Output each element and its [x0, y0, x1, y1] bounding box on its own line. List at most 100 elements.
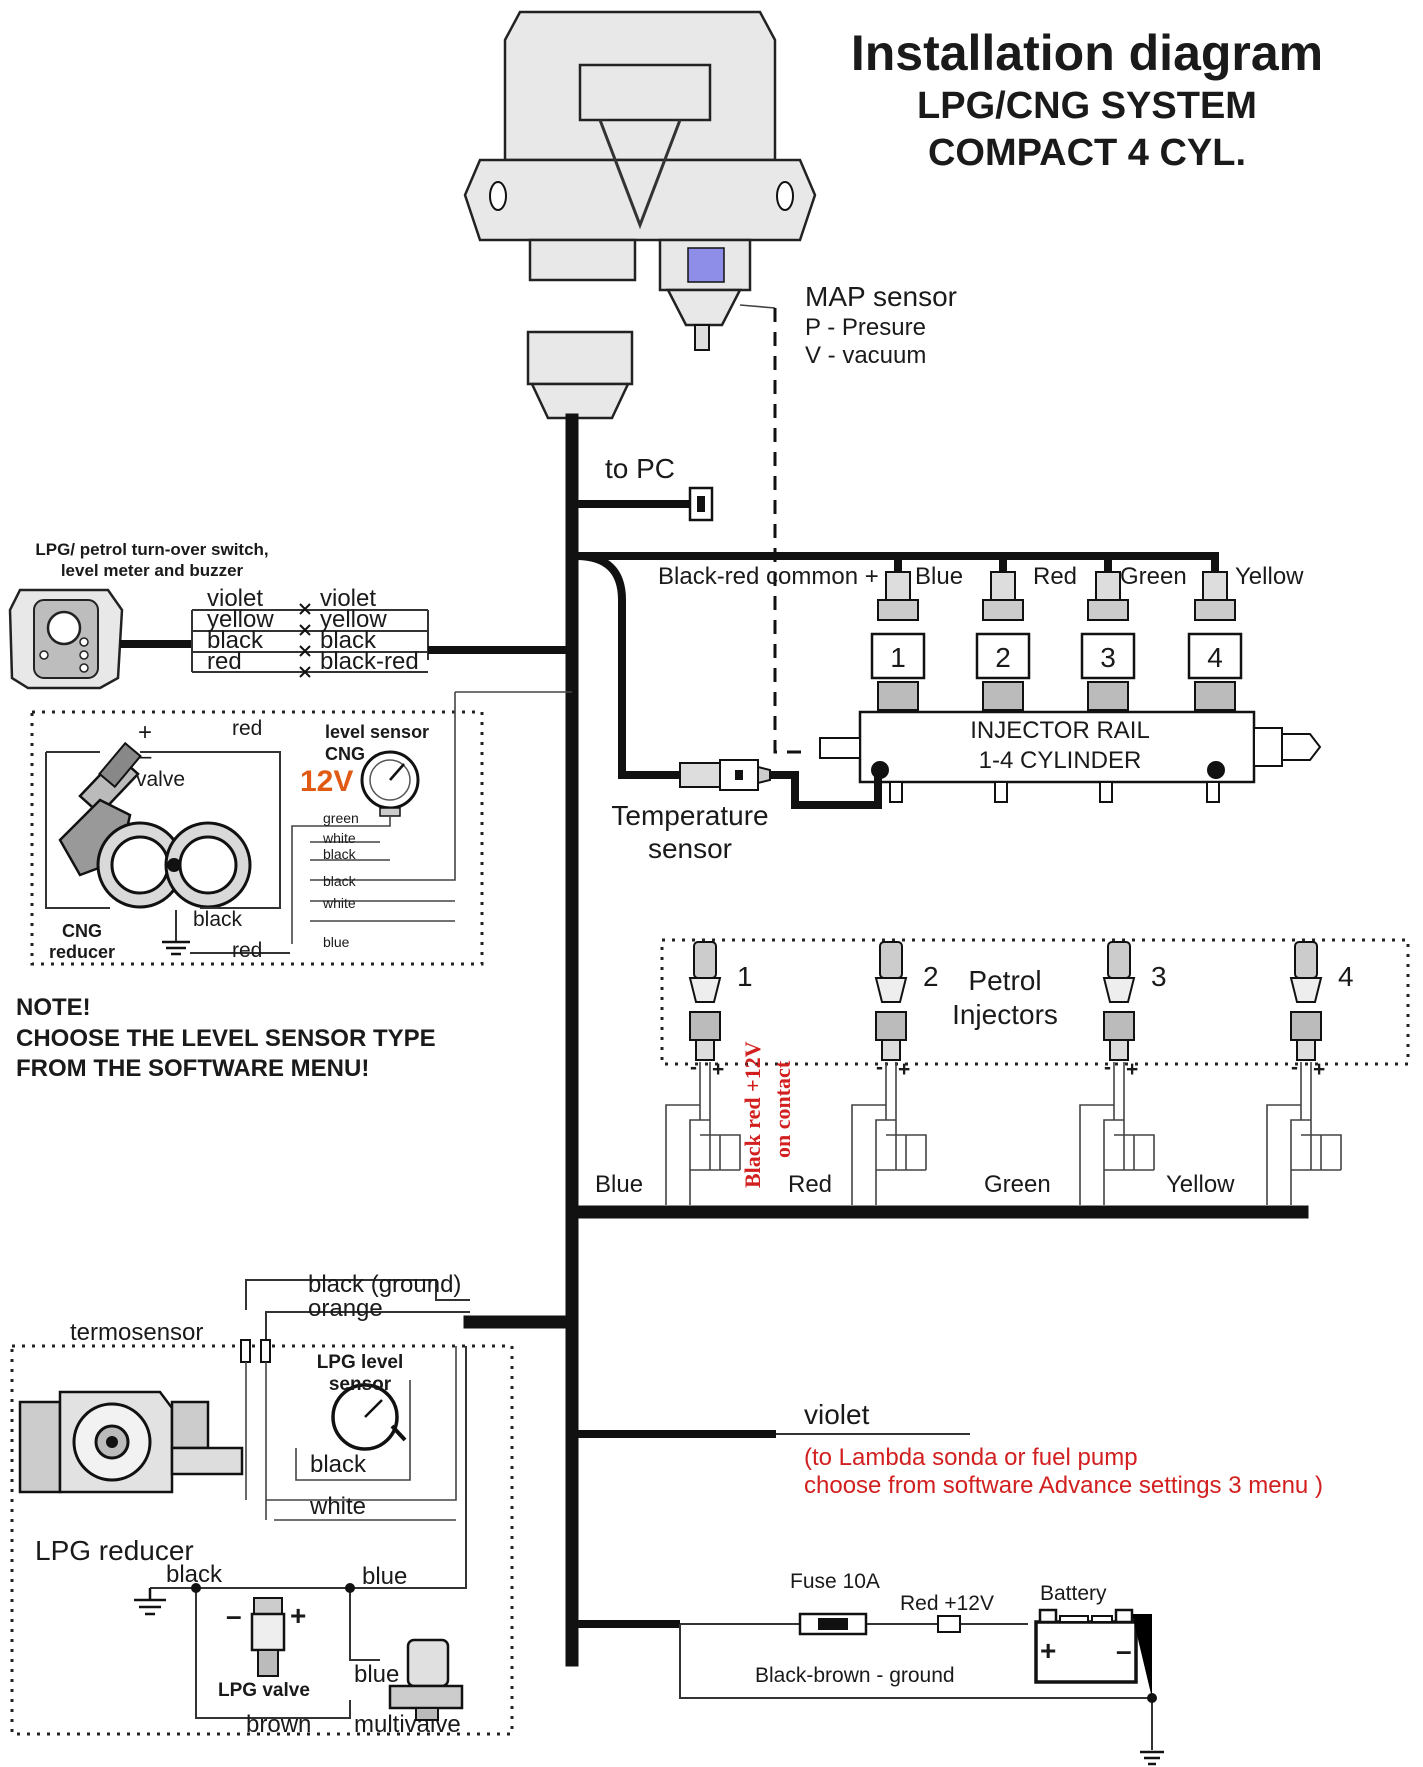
violet-wire-label: violet: [804, 1399, 870, 1430]
fuse-connector: [937, 1615, 961, 1633]
note-line-1: NOTE!: [16, 994, 91, 1021]
cng-label: CNG: [325, 744, 365, 764]
cng-level-gauge-icon: [360, 750, 420, 817]
petrol-injectors: [688, 941, 1323, 1061]
petrol-number-4: 4: [1338, 961, 1354, 992]
switch-left-yellow: yellow: [207, 606, 274, 633]
petrol-label-2: Injectors: [952, 999, 1058, 1030]
rail-wire-yellow: Yellow: [1235, 563, 1304, 590]
cng-red-bottom: red: [232, 939, 262, 962]
lpg-level-sensor-2: sensor: [329, 1374, 392, 1395]
petrol-minus-2: -: [876, 1056, 883, 1079]
petrol-injectors-box: [660, 938, 1410, 1066]
cng-reducer: [58, 741, 252, 909]
switch-left-violet: violet: [207, 585, 263, 612]
gas-injector-2: [975, 571, 1031, 711]
cng-wire-blue: blue: [323, 934, 350, 950]
termosensor-plugs: [240, 1339, 271, 1363]
injector-rail: [858, 710, 1256, 784]
cng-level-sensor: level sensor: [325, 722, 429, 742]
petrol-number-3: 3: [1151, 961, 1167, 992]
cng-voltage: 12V: [300, 765, 353, 798]
petrol-number-1: 1: [737, 961, 753, 992]
petrol-injector-4: [1289, 941, 1323, 1061]
petrol-red-note-2: on contact: [770, 1060, 795, 1158]
battery-plus: +: [1040, 1635, 1056, 1666]
petrol-wire-yellow: Yellow: [1166, 1171, 1235, 1198]
cng-reducer-label-2: reducer: [49, 942, 115, 962]
cng-wire-black: black: [323, 846, 357, 862]
temp-sensor-label-2: sensor: [648, 833, 732, 864]
note-line-2: CHOOSE THE LEVEL SENSOR TYPE: [16, 1025, 436, 1052]
rail-wire-blue: Blue: [915, 563, 963, 590]
switch-panel: [8, 588, 124, 690]
cng-wire-green: green: [323, 810, 359, 826]
switch-left-red: red: [207, 648, 242, 675]
map-sensor-hose: [773, 308, 805, 754]
temperature-sensor: [679, 759, 771, 791]
cng-minus: –: [138, 743, 152, 770]
petrol-plus-2: +: [898, 1058, 910, 1081]
petrol-injector-wiring: [665, 1062, 1342, 1205]
lpg-valve-plus: +: [290, 1600, 306, 1631]
title-line2: LPG/CNG SYSTEM: [917, 85, 1257, 127]
rail-number-3: 3: [1100, 642, 1116, 673]
lpg-termosensor: termosensor: [70, 1319, 203, 1346]
temp-sensor-label-1: Temperature: [611, 800, 768, 831]
harness-connector: [526, 330, 634, 420]
petrol-plus-1: +: [712, 1058, 724, 1081]
lpg-level-gauge-icon: [331, 1383, 407, 1451]
petrol-injector-3: [1102, 941, 1136, 1061]
lpg-ground-icon: [134, 1588, 166, 1616]
petrol-wire-red: Red: [788, 1171, 832, 1198]
cng-wire-white-2: white: [322, 895, 356, 911]
lpg-reducer: [18, 1390, 244, 1494]
lpg-blue: blue: [362, 1563, 407, 1590]
ground-label: Black-brown - ground: [755, 1664, 955, 1687]
red-12v-label: Red +12V: [900, 1592, 994, 1615]
gas-injector-4: [1187, 571, 1243, 711]
violet-note-1: (to Lambda sonda or fuel pump: [804, 1444, 1138, 1471]
rail-number-4: 4: [1207, 642, 1223, 673]
rail-wire-green: Green: [1120, 563, 1187, 590]
battery-ground-icon: [1140, 1750, 1164, 1766]
switch-button-icon: [46, 610, 82, 646]
lpg-orange: orange: [308, 1295, 383, 1322]
temp-sensor-wire: [575, 552, 680, 779]
switch-right-violet: violet: [320, 585, 376, 612]
battery-label: Battery: [1040, 1582, 1107, 1605]
rail-harness: [576, 552, 1219, 572]
lpg-black: black: [310, 1451, 367, 1478]
petrol-plus-3: +: [1126, 1058, 1138, 1081]
title-line3: COMPACT 4 CYL.: [928, 132, 1246, 174]
petrol-injector-2: [874, 941, 908, 1061]
lpg-black-ground: black (ground): [308, 1271, 461, 1298]
petrol-number-2: 2: [923, 961, 939, 992]
fuse-label: Fuse 10A: [790, 1570, 880, 1593]
petrol-plus-4: +: [1313, 1058, 1325, 1081]
rail-label-2: 1-4 CYLINDER: [979, 747, 1142, 774]
multivalve: [388, 1638, 464, 1721]
rail-number-1: 1: [890, 642, 906, 673]
note-line-3: FROM THE SOFTWARE MENU!: [16, 1055, 369, 1082]
petrol-wire-blue: Blue: [595, 1171, 643, 1198]
switch-right-black: black: [320, 627, 377, 654]
lpg-reducer-label: LPG reducer: [35, 1535, 194, 1566]
map-sensor-label: MAP sensor: [805, 281, 957, 312]
gas-injector-1: [870, 571, 926, 711]
cng-red-top: red: [232, 717, 262, 740]
cng-plus: +: [138, 719, 152, 746]
ecu-controller: [463, 10, 817, 351]
switch-title-1: LPG/ petrol turn-over switch,: [35, 540, 268, 559]
lpg-blue-2: blue: [354, 1661, 399, 1688]
gas-injector-3: [1080, 571, 1136, 711]
petrol-minus-1: -: [690, 1056, 697, 1079]
switch-right-yellow: yellow: [320, 606, 387, 633]
lpg-white: white: [309, 1493, 366, 1520]
to-pc-label: to PC: [605, 453, 675, 484]
cng-reducer-label-1: CNG: [62, 921, 102, 941]
gas-injectors: [870, 571, 1243, 711]
rail-label-1: INJECTOR RAIL: [970, 717, 1150, 744]
battery-minus: –: [1116, 1635, 1132, 1666]
